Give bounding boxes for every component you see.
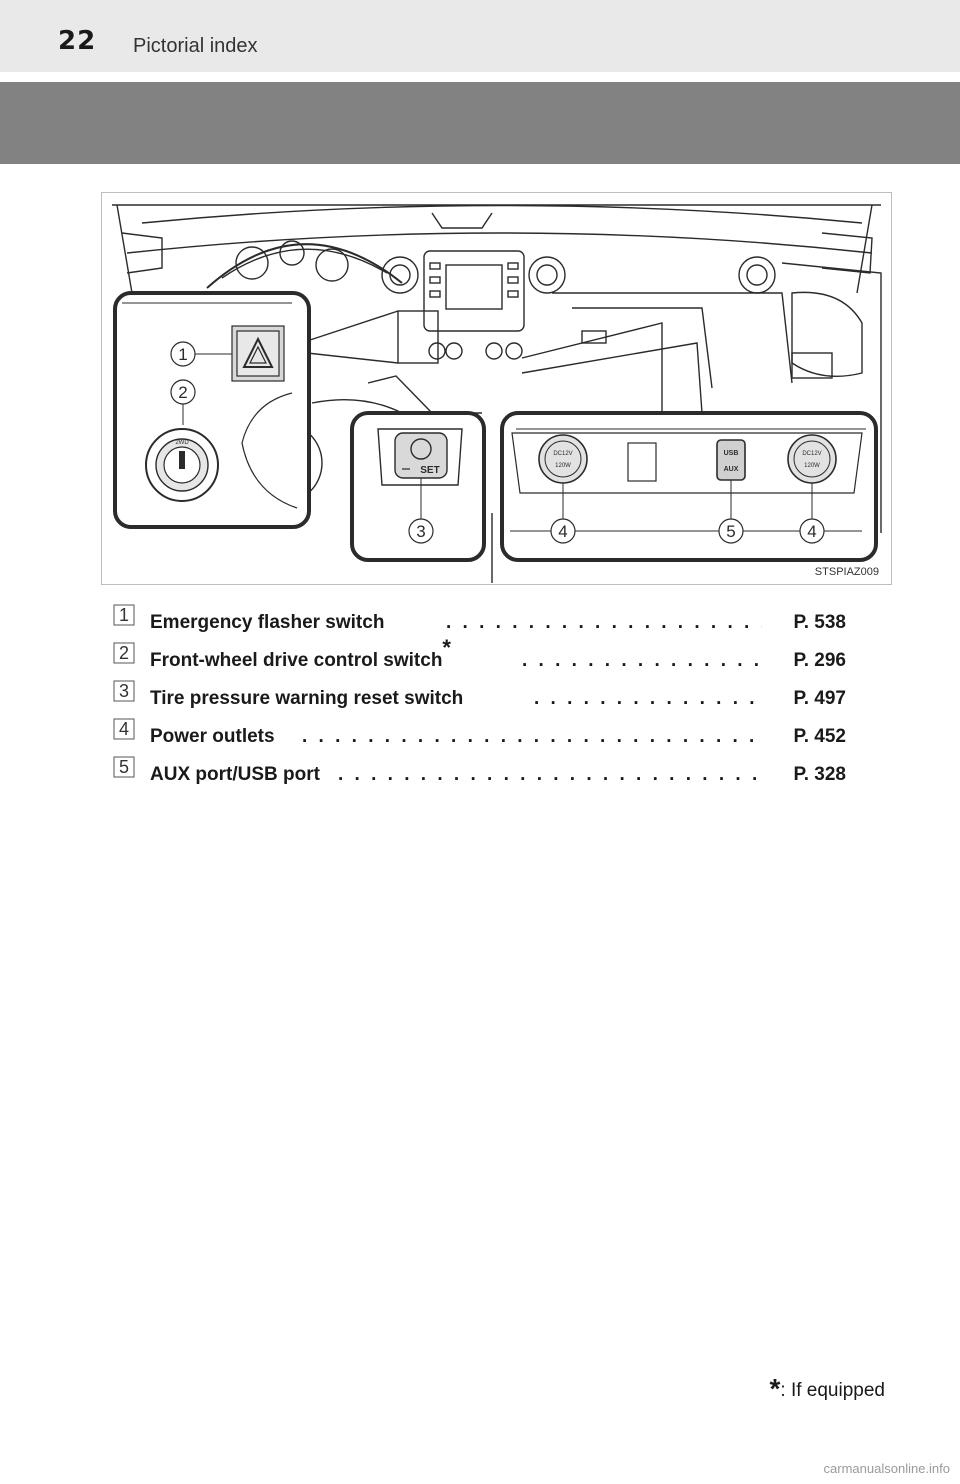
- header-band: [0, 82, 960, 164]
- list-item: 5 AUX port/USB port . . . . . . . . . . …: [110, 756, 870, 794]
- item-leader-dots: . . . . . . . . . . . . . . . . . . . . …: [338, 764, 762, 785]
- item-label: Emergency flasher switch: [150, 612, 385, 633]
- item-page-link[interactable]: P. 296: [793, 650, 846, 671]
- item-page-link[interactable]: P. 497: [793, 688, 846, 709]
- svg-text:USB: USB: [724, 450, 739, 457]
- inset-outlets-usb: DC12V 120W USB AUX DC12V 120W 4 5 4: [500, 411, 878, 562]
- item-leader-dots: . . . . . . . . . . . . . . . . . . . . …: [302, 726, 762, 747]
- item-leader-dots: . . . . . . . . . . . . . . . . . . .: [534, 688, 762, 709]
- item-page-link[interactable]: P. 328: [793, 764, 846, 785]
- svg-text:DC12V: DC12V: [802, 451, 821, 457]
- if-equipped-star: *: [442, 634, 451, 660]
- item-page-link[interactable]: P. 452: [793, 726, 846, 747]
- page-number: 22: [58, 26, 97, 56]
- footnote: *: If equipped: [770, 1373, 886, 1405]
- inset-hazard-4wd: 1 2 2WD: [113, 291, 311, 529]
- item-page-link[interactable]: P. 538: [793, 612, 846, 633]
- watermark: carmanualsonline.info: [823, 1461, 950, 1476]
- svg-text:2WD: 2WD: [175, 440, 189, 446]
- footnote-star: *: [769, 1373, 781, 1404]
- svg-text:DC12V: DC12V: [553, 451, 572, 457]
- item-label: Tire pressure warning reset switch: [150, 688, 464, 709]
- item-badge: 2: [113, 642, 135, 664]
- figure-code: STSPIAZ009: [814, 566, 879, 578]
- inset-tpms-reset: SET 3: [350, 411, 486, 562]
- svg-text:AUX: AUX: [724, 466, 739, 473]
- list-item: 4 Power outlets . . . . . . . . . . . . …: [110, 718, 870, 756]
- footnote-text: : If equipped: [780, 1380, 885, 1401]
- item-leader-dots: . . . . . . . . . . . . . . . . . . . .: [522, 650, 762, 671]
- dashboard-illustration: 1 2 2WD SET 3: [101, 192, 892, 585]
- item-badge: 1: [113, 604, 135, 626]
- callout-5: 5: [726, 522, 735, 541]
- list-item: 3 Tire pressure warning reset switch . .…: [110, 680, 870, 718]
- item-label: Power outlets: [150, 726, 275, 747]
- item-badge: 3: [113, 680, 135, 702]
- callout-3: 3: [416, 522, 425, 541]
- item-label: Front-wheel drive control switch*: [150, 634, 451, 671]
- svg-text:120W: 120W: [804, 463, 820, 469]
- item-badge: 4: [113, 718, 135, 740]
- dashboard-drawing: 1 2 2WD SET 3: [112, 204, 882, 583]
- callout-4a: 4: [558, 522, 567, 541]
- svg-text:SET: SET: [420, 465, 439, 476]
- item-leader-dots: . . . . . . . . . . . . . . . . . . . . …: [446, 612, 762, 633]
- list-item: 2 Front-wheel drive control switch* . . …: [110, 634, 870, 680]
- svg-text:120W: 120W: [555, 463, 571, 469]
- item-badge: 5: [113, 756, 135, 778]
- section-title: Pictorial index: [133, 35, 258, 57]
- page-header: 22 Pictorial index: [0, 0, 960, 72]
- item-list: 1 Emergency flasher switch . . . . . . .…: [110, 604, 870, 794]
- list-item: 1 Emergency flasher switch . . . . . . .…: [110, 604, 870, 642]
- callout-4b: 4: [807, 522, 816, 541]
- callout-2: 2: [178, 383, 187, 402]
- callout-1: 1: [178, 345, 187, 364]
- item-label: AUX port/USB port: [150, 764, 320, 785]
